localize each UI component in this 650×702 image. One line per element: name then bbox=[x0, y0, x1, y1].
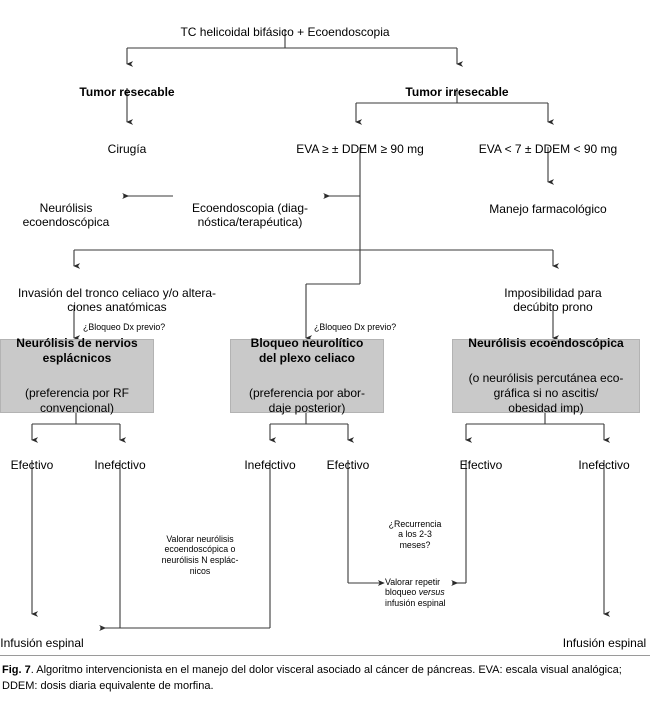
terminal-infusion-espinal-left-label: Infusión espinal bbox=[0, 635, 84, 650]
node-eva-low-label: EVA < 7 ± DDEM < 90 mg bbox=[478, 141, 618, 156]
annotation-valorar-repetir-bloqueo: Valorar repetir bloqueo versus infusión … bbox=[385, 566, 477, 609]
node-neurolisis-ecoendoscopica-out-label: Neurólisis ecoendoscópica bbox=[22, 200, 110, 230]
caption-figure-number: Fig. 7 bbox=[2, 664, 31, 676]
node-root-label: TC helicoidal bifásico + Ecoendoscopia bbox=[180, 24, 390, 39]
node-tumor-resecable-label: Tumor resecable bbox=[79, 84, 175, 99]
node-neurolisis-ecoendoscopica-out: Neurólisis ecoendoscópica bbox=[10, 186, 122, 230]
outcome-box2-right-label: Efectivo bbox=[326, 457, 370, 472]
treatment-box-bloqueo-neurolitico-plexo-celiaco[interactable]: Bloqueo neurolítico del plexo celiaco (p… bbox=[230, 336, 384, 415]
node-ecoendoscopia-diagnostica-label: Ecoendoscopia (diag- nóstica/terapéutica… bbox=[191, 200, 309, 230]
node-tumor-irresecable: Tumor irresecable bbox=[377, 70, 537, 99]
annotation-valorar-repetir-post: infusión espinal bbox=[385, 598, 446, 609]
decision-recurrencia-label: ¿Recurrencia a los 2-3 meses? bbox=[388, 518, 442, 551]
decision-bloqueo-dx-mid-label: ¿Bloqueo Dx previo? bbox=[314, 321, 397, 332]
node-tumor-irresecable-label: Tumor irresecable bbox=[405, 84, 509, 99]
decision-bloqueo-dx-mid: ¿Bloqueo Dx previo? bbox=[314, 311, 434, 332]
decision-recurrencia: ¿Recurrencia a los 2-3 meses? bbox=[366, 508, 464, 551]
node-tumor-resecable: Tumor resecable bbox=[47, 70, 207, 99]
caption-text-wrap: Fig. 7. Algoritmo intervencionista en el… bbox=[0, 663, 650, 695]
node-eva-high-label: EVA ≥ ± DDEM ≥ 90 mg bbox=[296, 141, 424, 156]
outcome-box1-right-label: Inefectivo bbox=[94, 457, 146, 472]
treatment-box-2-subtitle: (preferencia por abor- daje posterior) bbox=[248, 386, 366, 415]
treatment-box-2-inner: Bloqueo neurolítico del plexo celiaco (p… bbox=[245, 316, 369, 436]
outcome-box3-left: Efectivo bbox=[431, 443, 531, 472]
outcome-box1-right: Inefectivo bbox=[70, 443, 170, 472]
treatment-box-neurolisis-nervios-esplacnicos[interactable]: Neurólisis de nervios esplácnicos (prefe… bbox=[0, 336, 154, 415]
terminal-infusion-espinal-left: Infusión espinal bbox=[0, 621, 102, 650]
decision-bloqueo-dx-left-label: ¿Bloqueo Dx previo? bbox=[83, 321, 166, 332]
outcome-box2-right: Efectivo bbox=[298, 443, 398, 472]
outcome-box2-left: Inefectivo bbox=[220, 443, 320, 472]
outcome-box3-right-label: Inefectivo bbox=[578, 457, 630, 472]
caption-body: . Algoritmo intervencionista en el manej… bbox=[2, 664, 622, 692]
node-imposibilidad-decubito: Imposibilidad para decúbito prono bbox=[478, 271, 628, 315]
node-invasion-tronco-celiaco-label: Invasión del tronco celiaco y/o altera- … bbox=[17, 285, 217, 315]
node-eva-high: EVA ≥ ± DDEM ≥ 90 mg bbox=[270, 127, 450, 156]
treatment-box-1-inner: Neurólisis de nervios esplácnicos (prefe… bbox=[12, 316, 141, 436]
outcome-box3-right: Inefectivo bbox=[554, 443, 650, 472]
caption-divider bbox=[0, 655, 650, 656]
annotation-valorar-repetir-pre: Valorar repetir bloqueo bbox=[385, 576, 441, 598]
node-invasion-tronco-celiaco: Invasión del tronco celiaco y/o altera- … bbox=[2, 271, 232, 315]
treatment-box-3-inner: Neurólisis ecoendoscópica (o neurólisis … bbox=[464, 316, 627, 436]
node-imposibilidad-decubito-label: Imposibilidad para decúbito prono bbox=[504, 285, 602, 315]
treatment-box-3-subtitle: (o neurólisis percutánea eco- gráfica si… bbox=[468, 371, 624, 415]
annotation-valorar-neurolisis: Valorar neurólisis ecoendoscópica o neur… bbox=[140, 523, 260, 577]
outcome-box3-left-label: Efectivo bbox=[459, 457, 503, 472]
node-cirugia: Cirugía bbox=[67, 127, 187, 156]
annotation-valorar-repetir-versus: versus bbox=[418, 587, 445, 598]
decision-bloqueo-dx-left: ¿Bloqueo Dx previo? bbox=[83, 311, 203, 332]
node-manejo-farmacologico-label: Manejo farmacológico bbox=[489, 201, 607, 216]
node-root: TC helicoidal bifásico + Ecoendoscopia bbox=[145, 10, 425, 39]
node-eva-low: EVA < 7 ± DDEM < 90 mg bbox=[458, 127, 638, 156]
annotation-valorar-neurolisis-label: Valorar neurólisis ecoendoscópica o neur… bbox=[161, 533, 239, 576]
figure-caption: Fig. 7. Algoritmo intervencionista en el… bbox=[0, 655, 650, 695]
treatment-box-neurolisis-ecoendoscopica[interactable]: Neurólisis ecoendoscópica (o neurólisis … bbox=[452, 336, 640, 415]
treatment-box-3-title: Neurólisis ecoendoscópica bbox=[468, 336, 624, 350]
node-cirugia-label: Cirugía bbox=[107, 141, 147, 156]
outcome-box1-left: Efectivo bbox=[0, 443, 82, 472]
terminal-infusion-espinal-right: Infusión espinal bbox=[547, 621, 650, 650]
outcome-box1-left-label: Efectivo bbox=[10, 457, 54, 472]
node-ecoendoscopia-diagnostica: Ecoendoscopia (diag- nóstica/terapéutica… bbox=[176, 186, 324, 230]
outcome-box2-left-label: Inefectivo bbox=[244, 457, 296, 472]
treatment-box-2-title: Bloqueo neurolítico del plexo celiaco bbox=[250, 336, 364, 365]
treatment-box-1-subtitle: (preferencia por RF convencional) bbox=[24, 386, 130, 415]
treatment-box-1-title: Neurólisis de nervios esplácnicos bbox=[16, 336, 138, 365]
terminal-infusion-espinal-right-label: Infusión espinal bbox=[562, 635, 647, 650]
node-manejo-farmacologico: Manejo farmacológico bbox=[468, 187, 628, 216]
